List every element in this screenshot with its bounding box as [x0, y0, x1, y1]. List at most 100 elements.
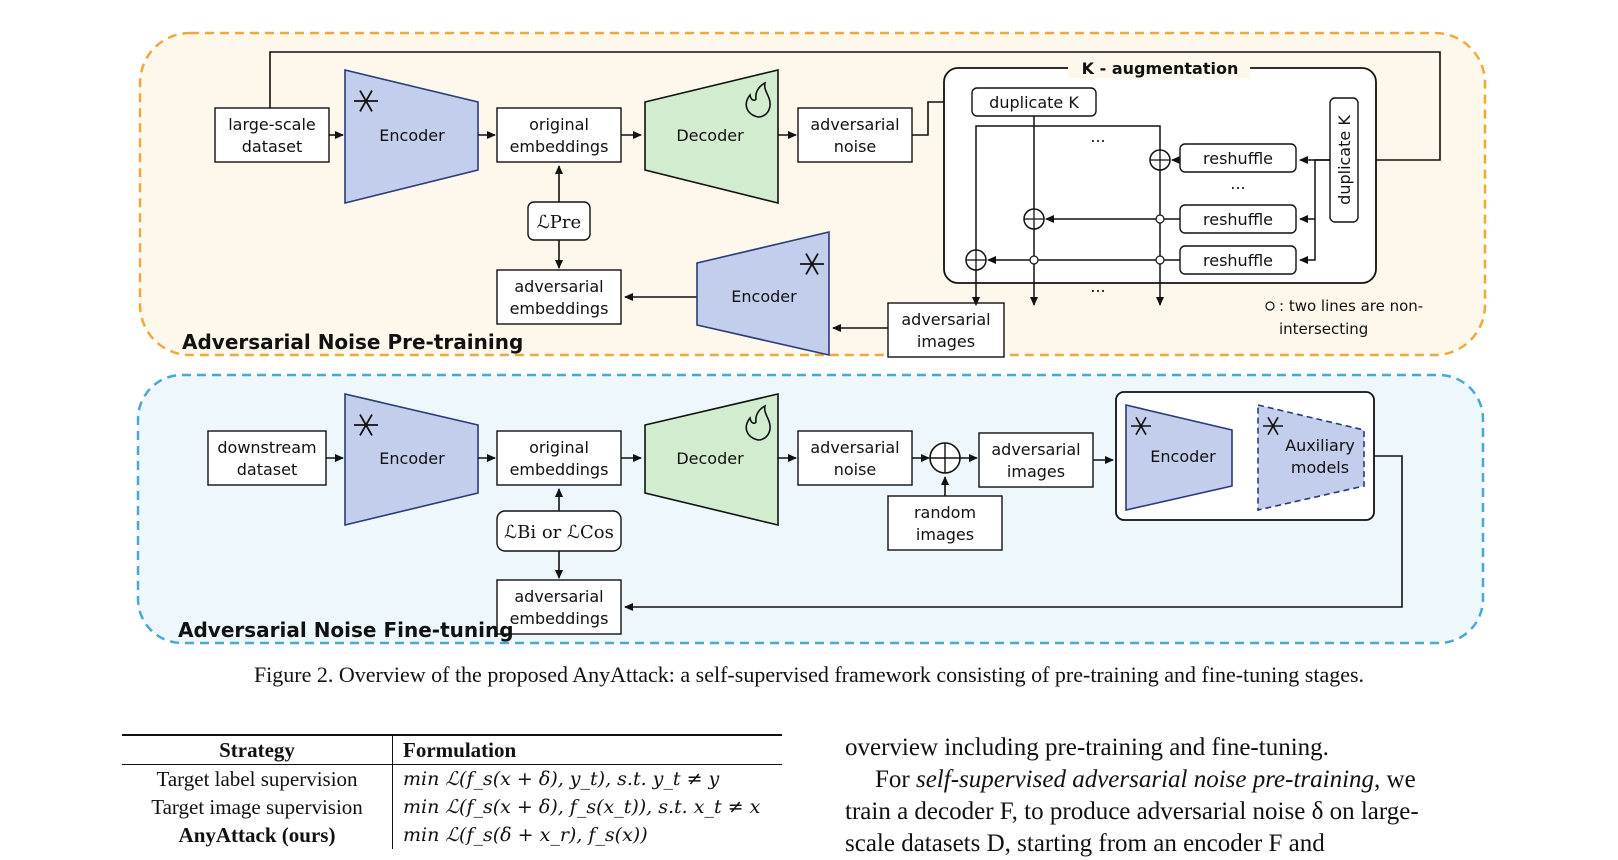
add-node-icon [1149, 149, 1171, 171]
table-header-strategy: Strategy [122, 734, 393, 765]
table-cell-strategy: Target image supervision [122, 793, 393, 821]
finetune-adv-images-line2: images [1007, 462, 1065, 481]
random-images-line1: random [914, 503, 976, 522]
pretrain-title: Adversarial Noise Pre-training [182, 330, 523, 354]
finetune-adv-emb-line1: adversarial [514, 587, 603, 606]
crossing-marker-icon [1155, 255, 1165, 265]
table-cell-formula: min ℒ(f_s(x + δ), y_t), s.t. y_t ≠ y [403, 768, 720, 790]
fire-icon [745, 404, 771, 441]
finetune-loss-box: ℒBi or ℒCos [496, 510, 622, 552]
body-line-2-emphasis: self-supervised adversarial noise pre-tr… [915, 766, 1375, 793]
pretrain-loss-box: ℒPre [527, 201, 591, 241]
finetune-decoder: Decoder [644, 392, 779, 527]
table-row: Target image supervision min ℒ(f_s(x + δ… [122, 793, 782, 821]
crossing-marker-icon [1029, 255, 1039, 265]
body-line-2: For self-supervised adversarial noise pr… [845, 764, 1515, 796]
table-cell-strategy: Target label supervision [122, 764, 393, 793]
pretrain-orig-emb-line2: embeddings [510, 137, 609, 156]
table-header-formulation: Formulation [392, 734, 782, 765]
snowflake-icon [354, 414, 378, 436]
crossing-marker-icon [1155, 214, 1165, 224]
legend-circle-icon [1265, 301, 1275, 311]
reshuffle-label-2: reshuffle [1203, 210, 1273, 229]
finetune-adv-emb-line2: embeddings [510, 609, 609, 628]
finetune-adversarial-noise-box: adversarial noise [797, 430, 913, 486]
finetune-adversarial-embeddings-box: adversarial embeddings [496, 579, 622, 635]
reshuffle-ellipsis: ... [1230, 174, 1245, 193]
reshuffle-box-1 [1179, 143, 1297, 173]
pretrain-original-embeddings-box: original embeddings [496, 107, 622, 163]
pretrain-loss-label: ℒPre [537, 212, 581, 233]
table-cell-formula: min ℒ(f_s(δ + x_r), f_s(x)) [403, 824, 648, 846]
body-line-2-start: For [875, 766, 916, 793]
snowflake-icon [354, 90, 378, 112]
pretrain-adv-noise-line2: noise [834, 137, 877, 156]
pretrain-orig-emb-line1: original [529, 115, 589, 134]
pretrain-adversarial-noise-box: adversarial noise [797, 107, 913, 163]
pretrain-decoder-label: Decoder [676, 126, 744, 145]
pretrain-adversarial-embeddings-box: adversarial embeddings [496, 269, 622, 325]
body-line-1: overview including pre-training and fine… [845, 734, 1329, 761]
finetune-adv-noise-line1: adversarial [810, 438, 899, 457]
finetune-adv-images-line1: adversarial [991, 440, 1080, 459]
k-augmentation-title: K - augmentation [1082, 59, 1239, 78]
pretrain-encoder-label: Encoder [379, 126, 445, 145]
finetune-orig-emb-line2: embeddings [510, 460, 609, 479]
finetune-adversarial-images-box: adversarial images [978, 432, 1094, 488]
aux-models-line1: Auxiliary [1285, 436, 1355, 455]
body-line-2-end: , we [1374, 766, 1416, 793]
table-cell-formula: min ℒ(f_s(x + δ), f_s(x_t)), s.t. x_t ≠ … [403, 796, 761, 818]
finetune-original-embeddings-box: original embeddings [496, 430, 622, 486]
pretrain-encoder-2: Encoder [696, 230, 830, 357]
snowflake-icon [1131, 416, 1151, 436]
duplicate-k-vertical-label: duplicate K [1335, 115, 1354, 205]
finetune-title: Adversarial Noise Fine-tuning [178, 618, 514, 642]
add-node-icon [965, 249, 987, 271]
k-aug-ellipsis-bottom: ... [1090, 277, 1105, 296]
pretrain-dataset-line2: dataset [242, 137, 303, 156]
pretrain-dataset-box: large-scale dataset [214, 107, 330, 163]
pretrain-adv-emb-line2: embeddings [510, 299, 609, 318]
pretrain-adv-images-line1: adversarial [901, 310, 990, 329]
duplicate-k-label: duplicate K [989, 93, 1079, 112]
finetune-decoder-label: Decoder [676, 449, 744, 468]
table-row: Target label supervision min ℒ(f_s(x + δ… [122, 764, 782, 793]
reshuffle-label-3: reshuffle [1203, 251, 1273, 270]
finetune-dataset-line2: dataset [237, 460, 298, 479]
finetune-orig-emb-line1: original [529, 438, 589, 457]
aux-models-line2: models [1291, 458, 1349, 477]
finetune-dataset-box: downstream dataset [207, 430, 327, 486]
pretrain-decoder: Decoder [644, 68, 779, 205]
method-overview-figure: large-scale dataset Encoder original emb… [136, 31, 1487, 645]
random-images-box: random images [887, 495, 1003, 551]
add-node-icon [1023, 208, 1045, 230]
add-node-icon [929, 442, 961, 474]
pretrain-adv-emb-line1: adversarial [514, 277, 603, 296]
pretrain-encoder2-label: Encoder [731, 287, 797, 306]
body-line-3: train a decoder F, to produce adversaria… [845, 798, 1419, 825]
pretrain-adv-noise-line1: adversarial [810, 115, 899, 134]
k-aug-ellipsis-top: ... [1090, 127, 1105, 146]
legend-note-line2: intersecting [1279, 320, 1368, 338]
figure-caption: Figure 2. Overview of the proposed AnyAt… [253, 662, 1365, 687]
victim-models-group: Encoder Auxiliary models [1115, 391, 1375, 521]
finetune-encoder-label: Encoder [379, 449, 445, 468]
pretrain-dataset-line1: large-scale [228, 115, 316, 134]
random-images-line2: images [916, 525, 974, 544]
snowflake-icon [800, 253, 824, 275]
snowflake-icon [1263, 416, 1283, 436]
table-cell-strategy: AnyAttack (ours) [122, 821, 393, 849]
body-line-4: scale datasets D, starting from an encod… [845, 830, 1325, 857]
finetune-loss-label: ℒBi or ℒCos [504, 522, 614, 543]
legend-note-line1: : two lines are non- [1279, 297, 1423, 315]
table-header-row: Strategy Formulation [122, 734, 782, 765]
pretrain-adv-images-line2: images [917, 332, 975, 351]
fire-icon [745, 81, 771, 118]
finetune-adv-noise-line2: noise [834, 460, 877, 479]
finetune-encoder: Encoder [344, 392, 479, 527]
k-augmentation-module: K - augmentation duplicate K duplicate K… [943, 58, 1377, 306]
finetune-dataset-line1: downstream [217, 438, 316, 457]
finetune-encoder3-label: Encoder [1150, 447, 1216, 466]
strategy-table: Strategy Formulation Target label superv… [122, 734, 782, 849]
reshuffle-label-1: reshuffle [1203, 149, 1273, 168]
